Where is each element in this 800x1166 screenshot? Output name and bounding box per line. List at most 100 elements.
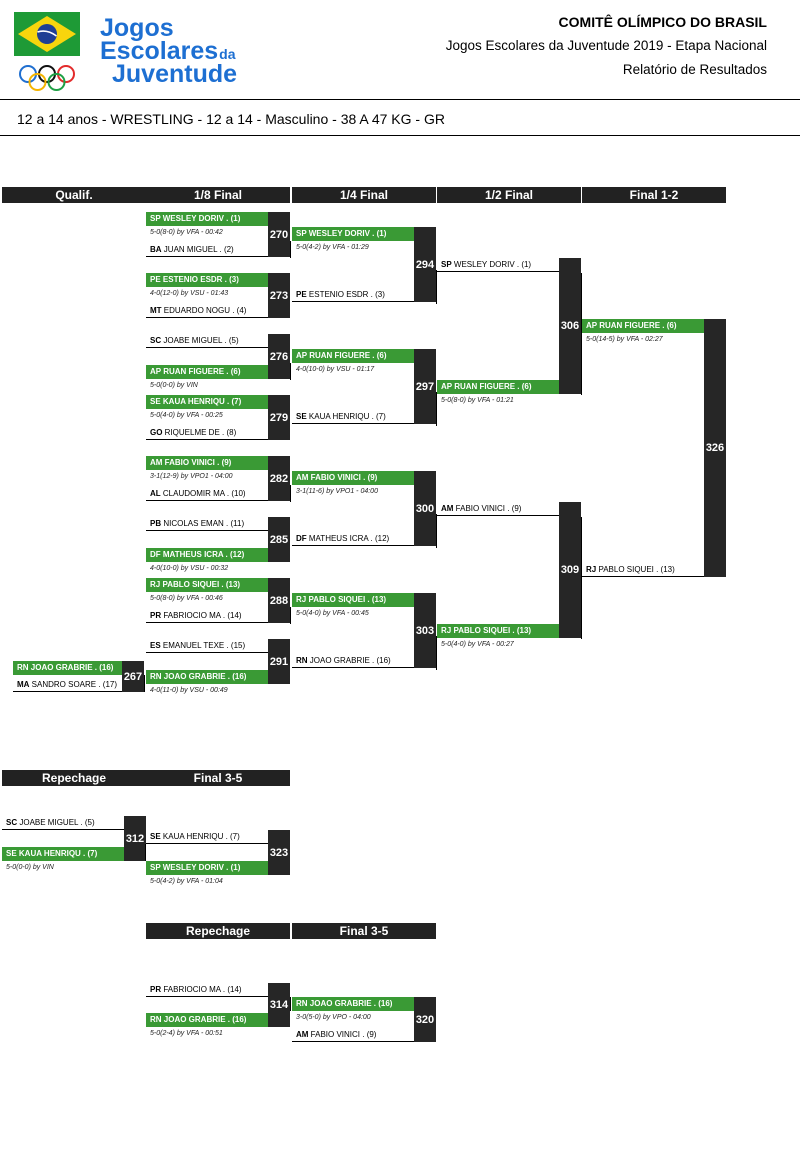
winner-slot[interactable]: AM FABIO VINICI . (9) xyxy=(292,471,436,485)
athlete-name: NICOLAS EMAN . (11) xyxy=(161,519,245,528)
match-number[interactable]: 312 xyxy=(124,816,146,861)
winner-slot[interactable]: AP RUAN FIGUERE . (6) xyxy=(292,349,436,363)
athlete-name: FABRIOCIO MA . (14) xyxy=(161,611,242,620)
competitor-slot[interactable]: SE KAUA HENRIQU . (7) xyxy=(146,830,290,844)
competitor-slot[interactable]: AM FABIO VINICI . (9) xyxy=(292,1028,436,1042)
match-number[interactable]: 309 xyxy=(559,502,581,638)
winner-slot[interactable]: SE KAUA HENRIQU . (7) xyxy=(2,847,146,861)
competitor-slot[interactable]: DF MATHEUS ICRA . (12) xyxy=(292,532,436,546)
winner-slot[interactable]: SP WESLEY DORIV . (1) xyxy=(146,212,290,226)
delegation-code: SP xyxy=(150,214,161,223)
competitor-slot[interactable]: AL CLAUDOMIR MA . (10) xyxy=(146,487,290,501)
athlete-name: PABLO SIQUEI . (13) xyxy=(306,595,387,604)
connector-line xyxy=(144,675,145,692)
winner-slot[interactable]: RN JOAO GRABRIE . (16) xyxy=(146,670,290,684)
winner-slot[interactable]: SE KAUA HENRIQU . (7) xyxy=(146,395,290,409)
athlete-name: PABLO SIQUEI . (13) xyxy=(160,580,241,589)
match-number[interactable]: 297 xyxy=(414,349,436,424)
competitor-slot[interactable]: PB NICOLAS EMAN . (11) xyxy=(146,517,290,531)
competitor-slot[interactable]: ES EMANUEL TEXE . (15) xyxy=(146,639,290,653)
delegation-code: BA xyxy=(150,245,162,254)
match-number[interactable]: 320 xyxy=(414,997,436,1042)
winner-slot[interactable]: RJ PABLO SIQUEI . (13) xyxy=(437,624,581,638)
connector-line xyxy=(290,607,291,624)
delegation-code: AL xyxy=(150,489,161,498)
competitor-slot[interactable]: RJ PABLO SIQUEI . (13) xyxy=(582,563,726,577)
match-number[interactable]: 270 xyxy=(268,212,290,257)
competitor-slot[interactable]: GO RIQUELME DE . (8) xyxy=(146,426,290,440)
match-number[interactable]: 323 xyxy=(268,830,290,875)
competitor-slot[interactable]: MT EDUARDO NOGU . (4) xyxy=(146,304,290,318)
match-number[interactable]: 326 xyxy=(704,319,726,577)
competitor-slot[interactable]: SC JOABE MIGUEL . (5) xyxy=(2,816,146,830)
competitor-slot[interactable]: RN JOAO GRABRIE . (16) xyxy=(292,654,436,668)
match-number[interactable]: 303 xyxy=(414,593,436,668)
winner-slot[interactable]: AP RUAN FIGUERE . (6) xyxy=(582,319,726,333)
winner-slot[interactable]: RJ PABLO SIQUEI . (13) xyxy=(292,593,436,607)
match-number[interactable]: 273 xyxy=(268,273,290,318)
delegation-code: PE xyxy=(150,275,161,284)
match-result: 4-0(10-0) by VSU - 00:32 xyxy=(150,565,229,572)
delegation-code: SE xyxy=(296,412,307,421)
competitor-slot[interactable]: AM FABIO VINICI . (9) xyxy=(437,502,581,516)
competitor-slot[interactable]: SC JOABE MIGUEL . (5) xyxy=(146,334,290,348)
match-result: 5-0(0-0) by VIN xyxy=(6,864,54,871)
athlete-name: RIQUELME DE . (8) xyxy=(162,428,237,437)
athlete-name: RUAN FIGUERE . (6) xyxy=(160,367,241,376)
match-result: 5-0(8-0) by VFA - 00:46 xyxy=(150,595,223,602)
winner-slot[interactable]: AP RUAN FIGUERE . (6) xyxy=(146,365,290,379)
match-number[interactable]: 300 xyxy=(414,471,436,546)
match-number[interactable]: 285 xyxy=(268,517,290,562)
match-number[interactable]: 279 xyxy=(268,395,290,440)
competitor-slot[interactable]: PE ESTENIO ESDR . (3) xyxy=(292,288,436,302)
delegation-code: PR xyxy=(150,985,162,994)
connector-line xyxy=(290,485,291,502)
winner-slot[interactable]: SP WESLEY DORIV . (1) xyxy=(146,861,290,875)
winner-slot[interactable]: RN JOAO GRABRIE . (16) xyxy=(13,661,144,675)
match-number[interactable]: 288 xyxy=(268,578,290,623)
match-number[interactable]: 267 xyxy=(122,661,144,692)
category-title: 12 a 14 anos - WRESTLING - 12 a 14 - Mas… xyxy=(17,111,445,127)
competitor-slot[interactable]: PR FABRIOCIO MA . (14) xyxy=(146,983,290,997)
winner-slot[interactable]: PE ESTENIO ESDR . (3) xyxy=(146,273,290,287)
event-logo: Jogos Escolaresda Juventude xyxy=(14,12,237,91)
winner-slot[interactable]: DF MATHEUS ICRA . (12) xyxy=(146,548,290,562)
winner-slot[interactable]: RJ PABLO SIQUEI . (13) xyxy=(146,578,290,592)
winner-slot[interactable]: RN JOAO GRABRIE . (16) xyxy=(146,1013,290,1027)
winner-slot[interactable]: RN JOAO GRABRIE . (16) xyxy=(292,997,436,1011)
competitor-slot[interactable]: BA JUAN MIGUEL . (2) xyxy=(146,243,290,257)
connector-line xyxy=(436,514,437,548)
delegation-code: AM xyxy=(296,1030,309,1039)
connector-line xyxy=(290,241,291,258)
match-number[interactable]: 291 xyxy=(268,639,290,684)
connector-line xyxy=(581,273,582,395)
competitor-slot[interactable]: SE KAUA HENRIQU . (7) xyxy=(292,410,436,424)
column-header: Qualif. xyxy=(2,187,146,203)
athlete-name: RUAN FIGUERE . (6) xyxy=(596,321,677,330)
connector-line xyxy=(290,997,291,1011)
delegation-code: PR xyxy=(150,611,162,620)
match-number[interactable]: 306 xyxy=(559,258,581,394)
match-number[interactable]: 282 xyxy=(268,456,290,501)
match-result: 5-0(4-0) by VFA - 00:25 xyxy=(150,412,223,419)
winner-slot[interactable]: AP RUAN FIGUERE . (6) xyxy=(437,380,581,394)
athlete-name: KAUA HENRIQU . (7) xyxy=(306,412,386,421)
athlete-name: WESLEY DORIV . (1) xyxy=(306,229,387,238)
athlete-name: WESLEY DORIV . (1) xyxy=(160,863,241,872)
match-number[interactable]: 294 xyxy=(414,227,436,302)
match-result: 5-0(4-0) by VFA - 00:45 xyxy=(296,610,369,617)
competitor-slot[interactable]: PR FABRIOCIO MA . (14) xyxy=(146,609,290,623)
match-number[interactable]: 314 xyxy=(268,983,290,1027)
winner-slot[interactable]: AM FABIO VINICI . (9) xyxy=(146,456,290,470)
winner-slot[interactable]: SP WESLEY DORIV . (1) xyxy=(292,227,436,241)
match-number[interactable]: 276 xyxy=(268,334,290,379)
delegation-code: SC xyxy=(6,818,18,827)
delegation-code: RJ xyxy=(150,580,161,589)
athlete-name: EMANUEL TEXE . (15) xyxy=(160,641,246,650)
match-result: 5-0(8-0) by VFA - 01:21 xyxy=(441,397,514,404)
competitor-slot[interactable]: MA SANDRO SOARE . (17) xyxy=(13,678,144,692)
competitor-slot[interactable]: SP WESLEY DORIV . (1) xyxy=(437,258,581,272)
athlete-name: FABIO VINICI . (9) xyxy=(162,458,232,467)
athlete-name: RUAN FIGUERE . (6) xyxy=(306,351,387,360)
delegation-code: AP xyxy=(441,382,452,391)
